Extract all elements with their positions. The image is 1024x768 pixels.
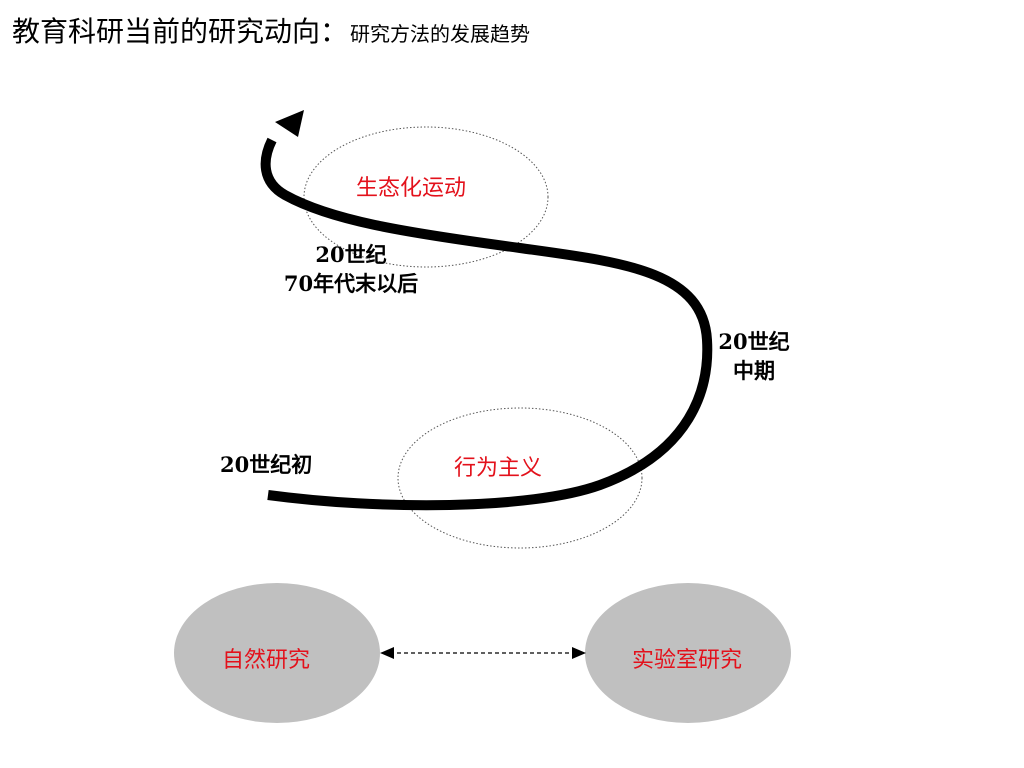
lab-research-label: 实验室研究 [632, 648, 743, 673]
upper-dotted-ellipse [303, 126, 549, 268]
stage-label-mid-line2: 中期 [733, 358, 775, 383]
arrow-left-icon [380, 647, 394, 659]
curve-arrowhead-icon [275, 110, 304, 137]
arrow-right-icon [572, 647, 586, 659]
stage-label-mid-line1: 20世纪 [718, 329, 790, 354]
stage-label-early: 20世纪初 [220, 452, 313, 477]
title-main: 教育科研当前的研究动向： [12, 15, 349, 48]
development-curve [260, 137, 713, 511]
slide-title: 教育科研当前的研究动向：研究方法的发展趋势 [12, 10, 530, 50]
title-subtitle: 研究方法的发展趋势 [350, 22, 531, 46]
stage-label-mid: 20世纪 中期 [710, 327, 798, 385]
stage-label-late-70s-line1: 20世纪 [315, 242, 387, 267]
stage-label-late-70s-line2: 70年代末以后 [283, 271, 419, 296]
lower-circle-label: 行为主义 [454, 456, 543, 481]
natural-research-ellipse [174, 583, 380, 723]
stage-label-late-70s: 20世纪 70年代末以后 [268, 240, 434, 298]
lower-dotted-ellipse [397, 407, 643, 549]
lab-research-ellipse [585, 583, 791, 723]
natural-research-label: 自然研究 [222, 648, 311, 673]
upper-circle-label: 生态化运动 [356, 176, 467, 201]
